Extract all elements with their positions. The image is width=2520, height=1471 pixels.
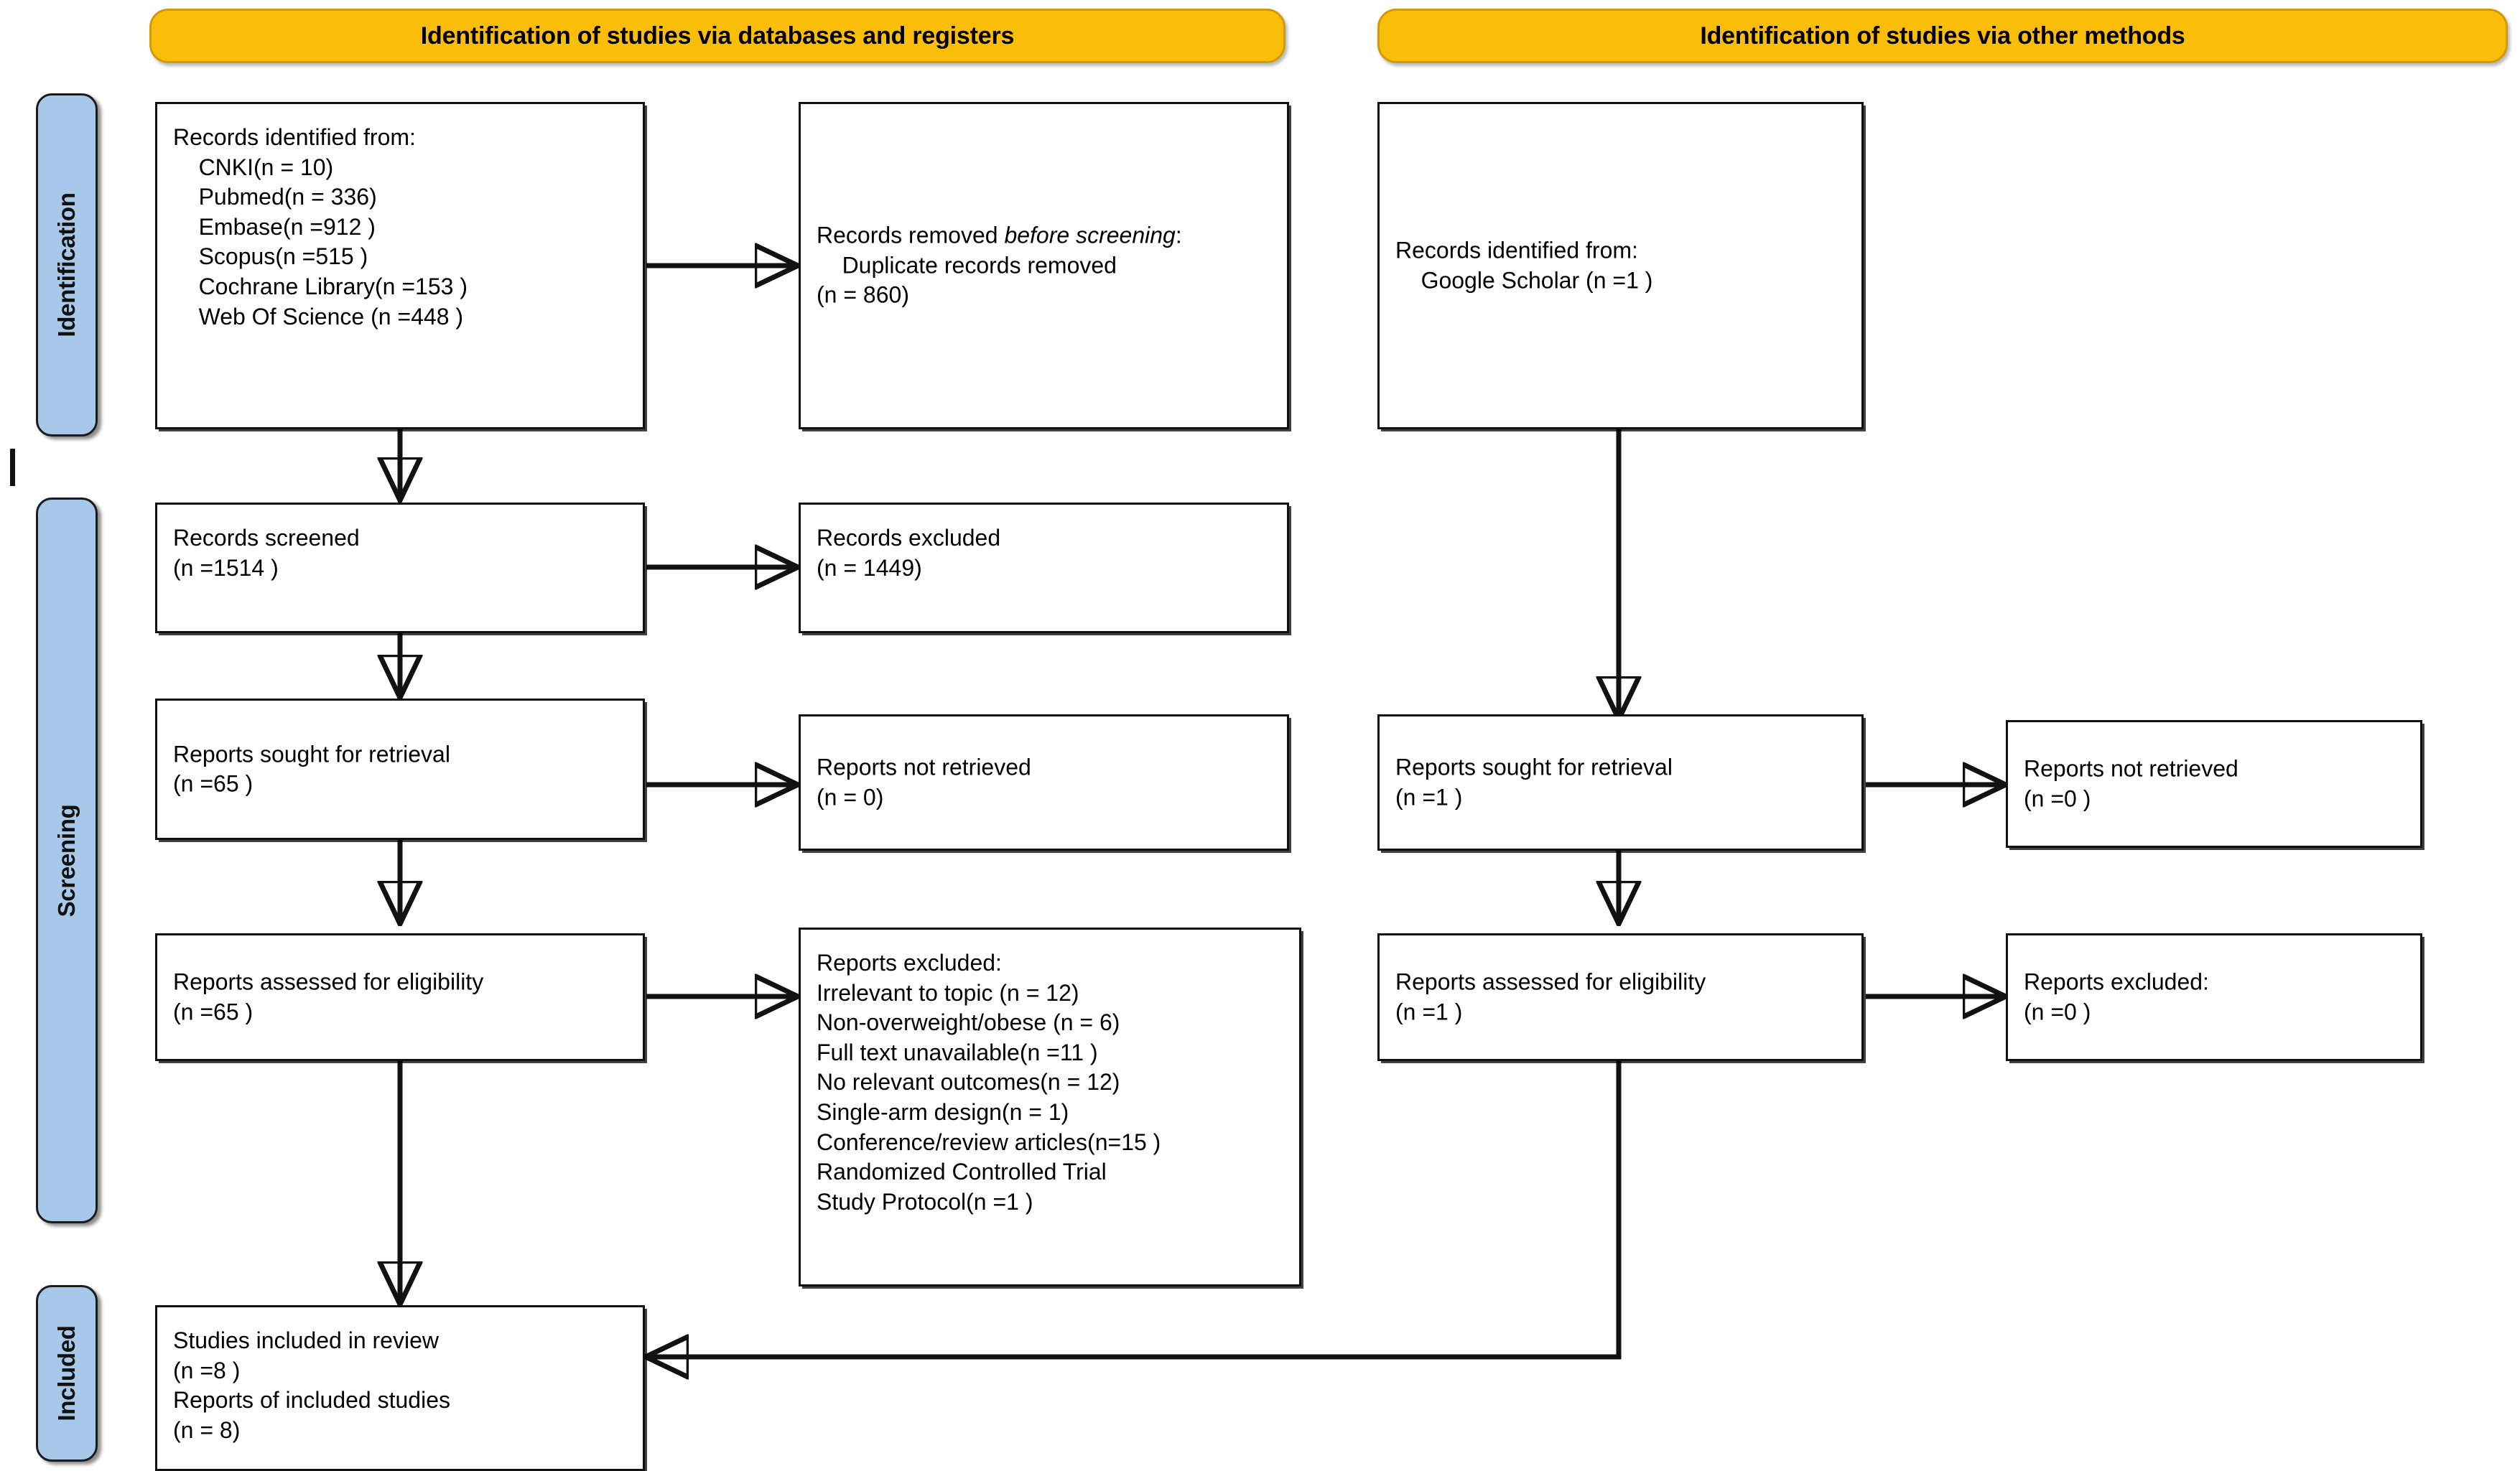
node-studies-included-in-review: Studies included in review (n =8 ) Repor… (155, 1305, 645, 1471)
node-studies-included-text: Studies included in review (n =8 ) Repor… (173, 1327, 450, 1443)
node-other-reports-excluded-text: Reports excluded: (n =0 ) (2024, 968, 2209, 1024)
node-reports-excluded-detailed-text: Reports excluded: Irrelevant to topic (n… (817, 950, 1161, 1215)
node-records-screened-text: Records screened (n =1514 ) (173, 525, 360, 581)
node-records-removed-text: Records removed before screening: Duplic… (817, 222, 1182, 308)
node-other-reports-not-retrieved-text: Reports not retrieved (n =0 ) (2024, 755, 2238, 811)
node-reports-excluded-detailed: Reports excluded: Irrelevant to topic (n… (799, 928, 1301, 1286)
node-other-reports-sought-for-retrieval: Reports sought for retrieval (n =1 ) (1377, 714, 1864, 851)
rail-included: Included (36, 1285, 98, 1462)
node-records-identified-databases-text: Records identified from: CNKI(n = 10) Pu… (173, 124, 468, 330)
node-records-screened: Records screened (n =1514 ) (155, 503, 645, 633)
banner-databases-and-registers: Identification of studies via databases … (149, 9, 1285, 63)
node-other-reports-assessed-for-eligibility: Reports assessed for eligibility (n =1 ) (1377, 933, 1864, 1061)
node-reports-sought-text: Reports sought for retrieval (n =65 ) (173, 740, 450, 797)
node-other-reports-not-retrieved: Reports not retrieved (n =0 ) (2006, 720, 2422, 848)
node-records-identified-other-text: Records identified from: Google Scholar … (1395, 237, 1653, 293)
banner-other-label: Identification of studies via other meth… (1700, 22, 2185, 50)
stage-divider-tick (10, 449, 15, 486)
node-other-reports-assessed-text: Reports assessed for eligibility (n =1 ) (1395, 968, 1706, 1024)
node-records-excluded: Records excluded (n = 1449) (799, 503, 1289, 633)
node-other-reports-excluded: Reports excluded: (n =0 ) (2006, 933, 2422, 1061)
rail-screening: Screening (36, 498, 98, 1223)
rail-identification: Identification (36, 93, 98, 436)
banner-databases-label: Identification of studies via databases … (420, 22, 1015, 50)
node-reports-not-retrieved-text: Reports not retrieved (n = 0) (817, 754, 1031, 810)
rail-identification-label: Identification (53, 192, 80, 337)
node-reports-assessed-for-eligibility: Reports assessed for eligibility (n =65 … (155, 933, 645, 1061)
node-other-reports-sought-text: Reports sought for retrieval (n =1 ) (1395, 754, 1673, 810)
node-records-identified-other-methods: Records identified from: Google Scholar … (1377, 102, 1864, 429)
node-reports-assessed-text: Reports assessed for eligibility (n =65 … (173, 968, 484, 1024)
node-records-excluded-text: Records excluded (n = 1449) (817, 525, 1001, 581)
node-records-removed-before-screening: Records removed before screening: Duplic… (799, 102, 1289, 429)
rail-included-label: Included (53, 1325, 80, 1421)
node-reports-sought-for-retrieval: Reports sought for retrieval (n =65 ) (155, 699, 645, 840)
rail-screening-label: Screening (53, 804, 80, 917)
banner-other-methods: Identification of studies via other meth… (1377, 9, 2508, 63)
node-records-identified-databases: Records identified from: CNKI(n = 10) Pu… (155, 102, 645, 429)
node-reports-not-retrieved: Reports not retrieved (n = 0) (799, 714, 1289, 851)
